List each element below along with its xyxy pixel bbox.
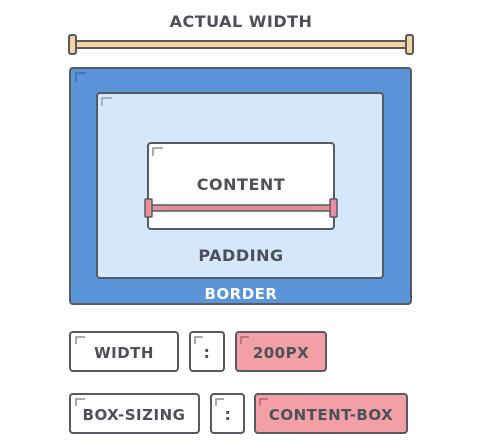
value-label: 200px — [253, 344, 309, 362]
value-box — [254, 393, 408, 434]
actual-width-bar-right-cap — [405, 34, 414, 55]
property-label: Width — [94, 344, 154, 362]
corner-mark — [194, 336, 203, 344]
content-label: Content — [197, 175, 285, 194]
corner-mark — [101, 97, 112, 106]
property-label: Box-sizing — [83, 406, 186, 424]
corner-mark — [75, 336, 85, 344]
css-row-box-sizing: Box-sizing : content-box — [69, 393, 408, 434]
corner-mark — [240, 336, 249, 344]
corner-mark — [75, 72, 86, 82]
separator-label: : — [225, 405, 232, 424]
corner-mark — [75, 398, 85, 406]
actual-width-bar-line — [73, 40, 411, 49]
value-box — [235, 331, 327, 372]
css-row-width: Width : 200px — [69, 331, 327, 372]
property-box — [69, 331, 179, 372]
actual-width-bar-left-cap — [68, 34, 77, 55]
border-label: Border — [205, 285, 278, 303]
actual-width-label: Actual width — [170, 12, 313, 31]
property-box — [69, 393, 200, 434]
separator-box — [210, 393, 245, 434]
content-width-bar — [144, 198, 338, 218]
content-width-bar-line — [150, 204, 332, 212]
padding-label: Padding — [198, 246, 283, 265]
actual-width-bar — [68, 34, 414, 55]
content-width-bar-right-cap — [329, 198, 338, 218]
content-width-bar-left-cap — [144, 198, 153, 218]
separator-label: : — [204, 343, 211, 362]
corner-mark — [152, 147, 163, 156]
corner-mark — [259, 398, 268, 406]
separator-box — [189, 331, 225, 372]
corner-mark — [215, 398, 224, 406]
value-label: content-box — [269, 406, 393, 424]
